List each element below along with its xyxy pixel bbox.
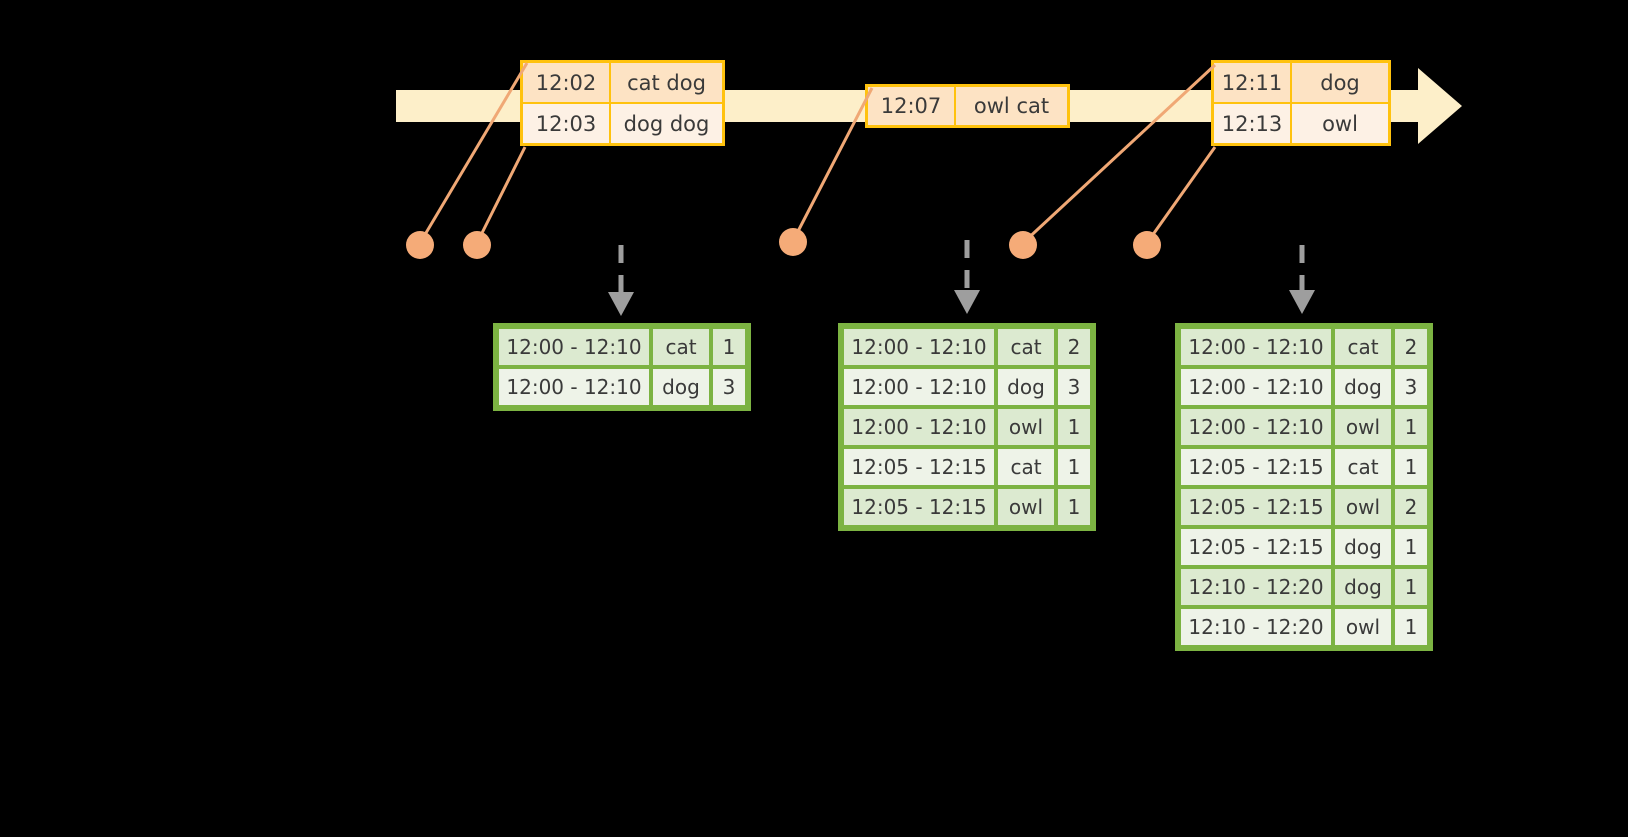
count-cell: 3 — [1058, 369, 1090, 405]
event-time: 12:03 — [523, 104, 611, 143]
connector-dot — [1009, 231, 1037, 259]
word-cell: dog — [1335, 369, 1391, 405]
event-time: 12:13 — [1214, 104, 1292, 143]
count-cell: 1 — [1058, 409, 1090, 445]
window-cell: 12:00 - 12:10 — [1181, 329, 1331, 365]
count-cell: 1 — [1395, 569, 1427, 605]
down-arrow-heads — [608, 290, 1315, 316]
count-cell: 1 — [713, 329, 745, 365]
window-cell: 12:00 - 12:10 — [1181, 369, 1331, 405]
connector-line — [1145, 146, 1217, 244]
word-cell: owl — [1335, 489, 1391, 525]
event-group-3[interactable]: 12:11 dog 12:13 owl — [1211, 60, 1391, 146]
word-cell: dog — [1335, 569, 1391, 605]
word-cell: owl — [1335, 409, 1391, 445]
event-words: dog dog — [611, 104, 722, 143]
arrow-head-icon — [1289, 290, 1315, 314]
count-cell: 1 — [1395, 529, 1427, 565]
event-row: 12:02 cat dog — [523, 63, 722, 102]
event-words: dog — [1292, 63, 1388, 102]
window-cell: 12:00 - 12:10 — [844, 329, 994, 365]
count-cell: 2 — [1395, 489, 1427, 525]
count-cell: 1 — [1058, 449, 1090, 485]
arrow-head-icon — [954, 290, 980, 314]
event-time: 12:11 — [1214, 63, 1292, 102]
count-cell: 2 — [1395, 329, 1427, 365]
window-cell: 12:10 - 12:20 — [1181, 569, 1331, 605]
event-row: 12:03 dog dog — [523, 102, 722, 143]
timeline-arrow-icon — [1418, 68, 1462, 144]
event-words: owl — [1292, 104, 1388, 143]
window-cell: 12:00 - 12:10 — [844, 369, 994, 405]
event-row: 12:11 dog — [1214, 63, 1388, 102]
word-cell: cat — [998, 449, 1054, 485]
connector-dot — [406, 231, 434, 259]
window-cell: 12:10 - 12:20 — [1181, 609, 1331, 645]
window-cell: 12:00 - 12:10 — [844, 409, 994, 445]
event-group-2[interactable]: 12:07 owl cat — [865, 84, 1070, 128]
connector-dots — [406, 228, 1161, 259]
connector-dot — [463, 231, 491, 259]
window-cell: 12:05 - 12:15 — [844, 489, 994, 525]
word-cell: dog — [1335, 529, 1391, 565]
word-cell: cat — [1335, 449, 1391, 485]
count-cell: 1 — [1395, 449, 1427, 485]
arrow-head-icon — [608, 292, 634, 316]
count-cell: 2 — [1058, 329, 1090, 365]
count-cell: 1 — [1058, 489, 1090, 525]
word-cell: owl — [998, 409, 1054, 445]
window-cell: 12:00 - 12:10 — [499, 329, 649, 365]
event-row: 12:13 owl — [1214, 102, 1388, 143]
word-cell: owl — [998, 489, 1054, 525]
window-cell: 12:05 - 12:15 — [1181, 449, 1331, 485]
count-cell: 1 — [1395, 409, 1427, 445]
event-time: 12:02 — [523, 63, 611, 102]
event-row: 12:07 owl cat — [868, 87, 1067, 125]
count-cell: 1 — [1395, 609, 1427, 645]
window-cell: 12:00 - 12:10 — [499, 369, 649, 405]
window-cell: 12:05 - 12:15 — [1181, 489, 1331, 525]
count-cell: 3 — [1395, 369, 1427, 405]
word-cell: cat — [653, 329, 709, 365]
connector-line — [475, 146, 527, 244]
event-words: owl cat — [956, 87, 1067, 125]
window-cell: 12:05 - 12:15 — [1181, 529, 1331, 565]
window-cell: 12:00 - 12:10 — [1181, 409, 1331, 445]
event-time: 12:07 — [868, 87, 956, 125]
word-cell: cat — [998, 329, 1054, 365]
connector-dot — [779, 228, 807, 256]
word-cell: owl — [1335, 609, 1391, 645]
event-group-1[interactable]: 12:02 cat dog 12:03 dog dog — [520, 60, 725, 146]
connector-dot — [1133, 231, 1161, 259]
count-cell: 3 — [713, 369, 745, 405]
window-cell: 12:05 - 12:15 — [844, 449, 994, 485]
word-cell: dog — [653, 369, 709, 405]
word-cell: cat — [1335, 329, 1391, 365]
event-words: cat dog — [611, 63, 722, 102]
word-cell: dog — [998, 369, 1054, 405]
